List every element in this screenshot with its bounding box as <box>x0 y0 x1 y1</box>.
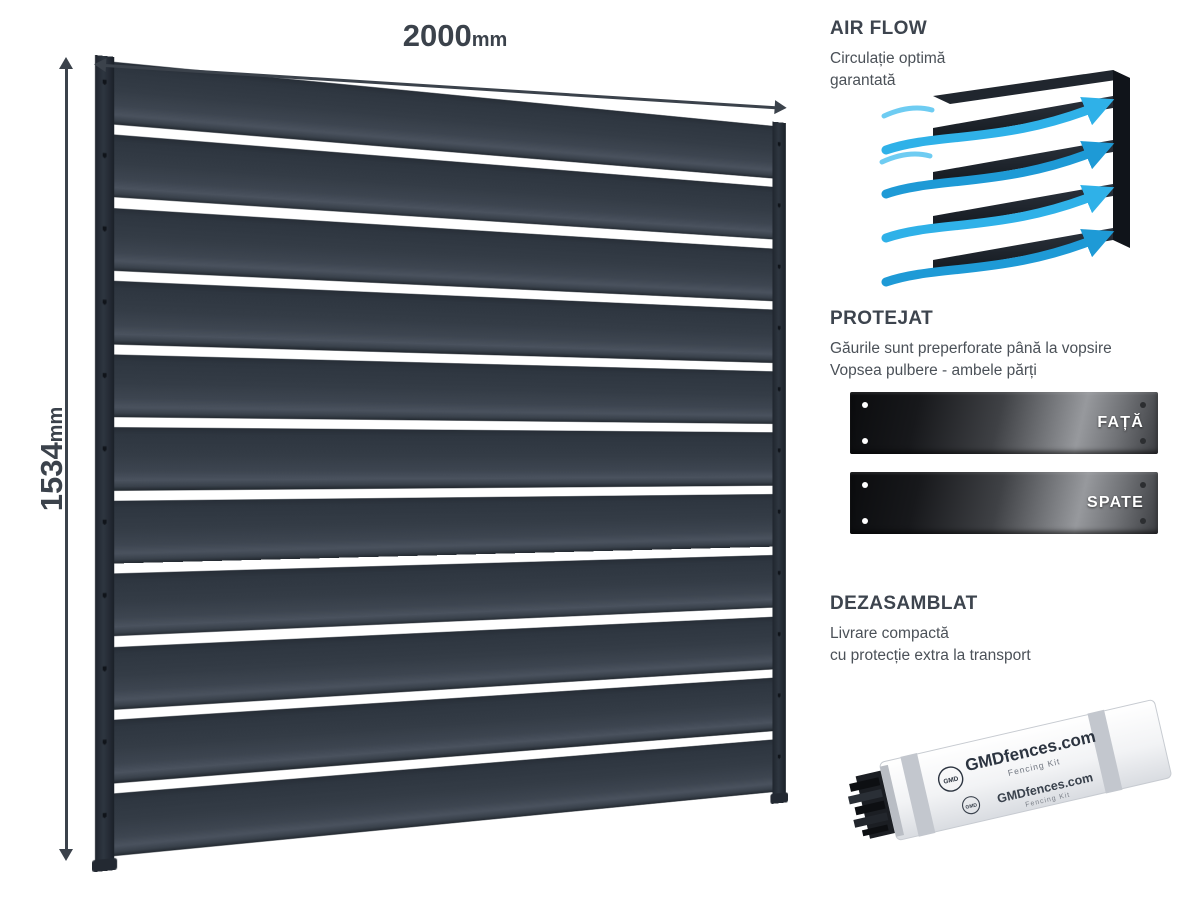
width-value: 2000 <box>402 18 472 53</box>
height-arrow-line <box>65 68 68 850</box>
fence-post-left <box>95 55 115 863</box>
mounting-hole <box>862 518 868 524</box>
louver-slat <box>933 228 1113 272</box>
airflow-illustration <box>879 70 1130 287</box>
airflow-arrow <box>881 105 935 119</box>
louver-slats <box>108 61 777 857</box>
height-dimension-label: 1534mm <box>34 399 70 519</box>
louver-slat <box>933 184 1113 228</box>
airflow-arrow <box>881 97 1115 155</box>
airflow-line2: garantată <box>830 71 896 89</box>
mounting-hole <box>862 402 868 408</box>
gmd-logo-text: GMD <box>965 802 978 811</box>
height-unit: mm <box>45 406 67 443</box>
package-strap <box>900 752 936 837</box>
airflow-arrow <box>881 229 1115 287</box>
back-label: SPATE <box>1087 494 1144 511</box>
airflow-arrow <box>881 141 1115 199</box>
width-dimension-label: 2000mm <box>295 18 615 54</box>
height-value: 1534 <box>34 442 69 512</box>
feature-protejat: PROTEJAT Găurile sunt preperforate până … <box>830 308 1190 381</box>
feature-airflow: AIR FLOW Circulație optimă garantată <box>830 18 1180 91</box>
height-dimension: 1534mm <box>34 60 92 858</box>
mounting-hole <box>1140 482 1146 488</box>
mounting-hole <box>1140 402 1146 408</box>
front-label: FAȚĂ <box>1097 414 1144 431</box>
package-strap <box>1087 709 1123 794</box>
packed-slat <box>854 800 886 816</box>
gmd-logo-stamp <box>962 796 981 815</box>
protejat-line1: Găurile sunt preperforate până la vopsir… <box>830 340 1112 357</box>
post-foot <box>770 792 788 805</box>
width-dimension: 2000mm <box>95 18 787 109</box>
mounting-hole <box>1140 518 1146 524</box>
feature-dezasamblat: DEZASAMBLAT Livrare compactă cu protecți… <box>830 593 1190 666</box>
airflow-line1: Circulație optimă <box>830 50 946 67</box>
louver-slat <box>933 140 1113 184</box>
package-illustration: GMD GMDfences.com Fencing Kit GMD GMDfen… <box>847 699 1172 841</box>
slat-back-image: SPATE <box>850 472 1158 534</box>
mounting-hole <box>862 482 868 488</box>
gmd-logo-stamp <box>937 766 964 792</box>
panel-edge <box>1113 70 1130 248</box>
protejat-text: Găurile sunt preperforate până la vopsir… <box>830 338 1190 381</box>
airflow-arrows <box>879 97 1115 287</box>
packed-slat <box>861 824 889 837</box>
dezasamblat-text: Livrare compactă cu protecție extra la t… <box>830 623 1190 666</box>
louvered-panel <box>933 70 1130 272</box>
width-unit: mm <box>471 29 508 51</box>
mounting-hole <box>1140 438 1146 444</box>
louver-slat <box>933 96 1113 140</box>
dezasamblat-heading: DEZASAMBLAT <box>830 593 978 614</box>
shipping-package: GMD GMDfences.com Fencing Kit GMD GMDfen… <box>847 699 1172 841</box>
mounting-hole <box>862 438 868 444</box>
louver-slat <box>933 70 1130 104</box>
post-foot <box>92 857 118 873</box>
packed-slat <box>847 788 883 805</box>
packed-slat <box>853 812 889 828</box>
gmd-logo-text: GMD <box>943 775 960 785</box>
wrap-edge <box>880 764 905 837</box>
dezasamblat-line1: Livrare compactă <box>830 625 949 642</box>
airflow-arrow <box>879 151 933 165</box>
airflow-arrow <box>881 185 1115 243</box>
fence-panel-graphic <box>92 55 788 873</box>
dezasamblat-line2: cu protecție extra la transport <box>830 646 1031 664</box>
airflow-heading: AIR FLOW <box>830 18 928 39</box>
slat-front-image: FAȚĂ <box>850 392 1158 454</box>
protejat-heading: PROTEJAT <box>830 308 934 329</box>
protejat-line2: Vopsea pulbere - ambele părți <box>830 361 1037 379</box>
fence-post-right <box>772 121 786 797</box>
airflow-text: Circulație optimă garantată <box>830 48 1180 91</box>
packed-slat <box>849 777 881 792</box>
